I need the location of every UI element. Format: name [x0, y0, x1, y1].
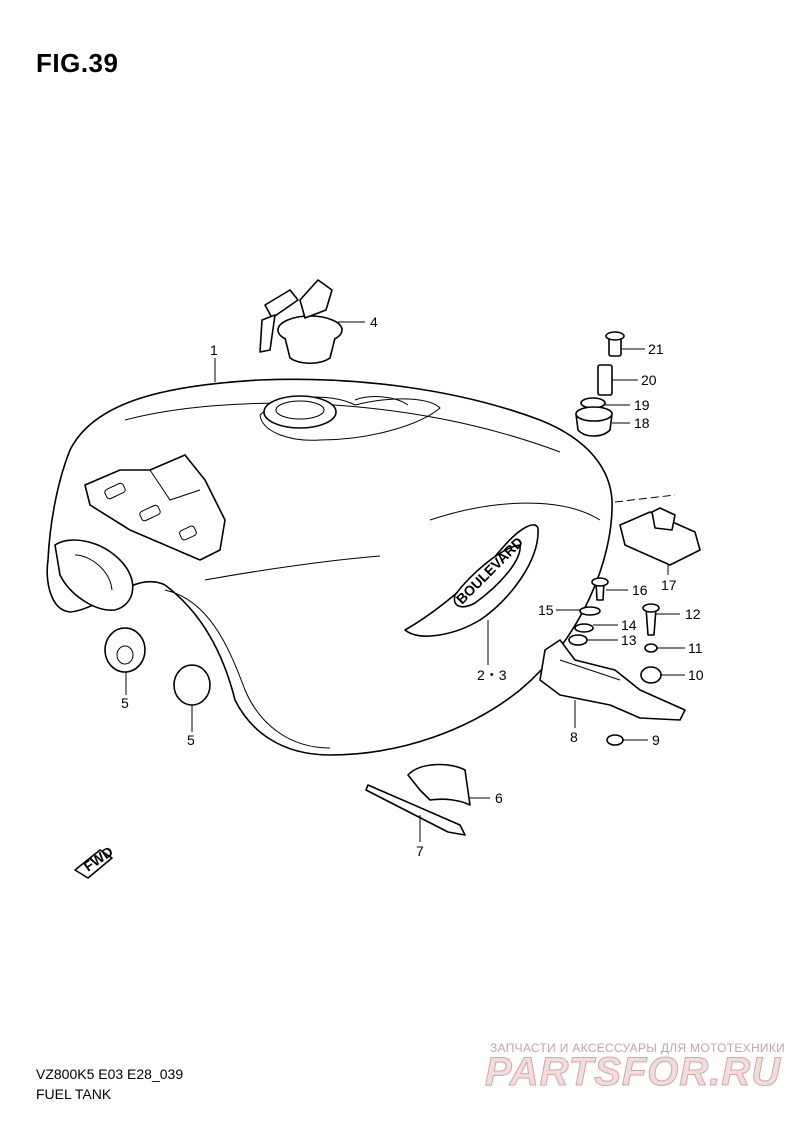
mounting-hardware-stack [575, 331, 625, 437]
callout-19: 19 [634, 397, 650, 413]
rubber-cushion-right [173, 664, 211, 706]
side-bracket-assembly [539, 577, 686, 746]
callout-10: 10 [688, 667, 704, 683]
cable-tie [365, 784, 466, 836]
figure-code: VZ800K5 E03 E28_039 [36, 1066, 184, 1082]
callout-1: 1 [210, 342, 218, 358]
callout-17: 17 [661, 577, 677, 593]
rubber-cushion-left [104, 627, 146, 673]
figure-caption: FUEL TANK [36, 1086, 112, 1102]
fuel-tank: BOULEVARD [46, 378, 613, 756]
callout-21: 21 [648, 341, 664, 357]
callout-18: 18 [634, 415, 650, 431]
callout-8: 8 [570, 729, 578, 745]
callout-6: 6 [495, 790, 503, 806]
fuel-cap-with-keys [259, 279, 343, 365]
callout-20: 20 [641, 372, 657, 388]
forward-direction-arrow: FWD [74, 843, 116, 879]
callout-2-3: 2・3 [477, 667, 507, 683]
rear-mounting-bracket [619, 507, 701, 566]
callout-labels: 1 2・3 4 5 5 6 7 8 9 10 11 12 13 14 15 16… [121, 314, 704, 859]
callout-4: 4 [370, 314, 378, 330]
figure-title: FIG.39 [36, 48, 119, 78]
callout-11: 11 [688, 640, 703, 656]
callout-7: 7 [416, 843, 424, 859]
leader-lines [125, 321, 685, 842]
callout-13: 13 [621, 632, 637, 648]
tank-cushion-pad [407, 763, 471, 806]
callout-15: 15 [538, 602, 554, 618]
callout-5-left: 5 [121, 695, 129, 711]
watermark-tagline: ЗАПЧАСТИ И АКСЕССУАРЫ ДЛЯ МОТОТЕХНИКИ [490, 1041, 786, 1055]
callout-12: 12 [685, 606, 701, 622]
callout-9: 9 [652, 732, 660, 748]
watermark-logo: PARTSFOR.RU [484, 1050, 782, 1095]
callout-14: 14 [621, 617, 637, 633]
callout-5-right: 5 [187, 732, 195, 748]
callout-16: 16 [632, 582, 648, 598]
